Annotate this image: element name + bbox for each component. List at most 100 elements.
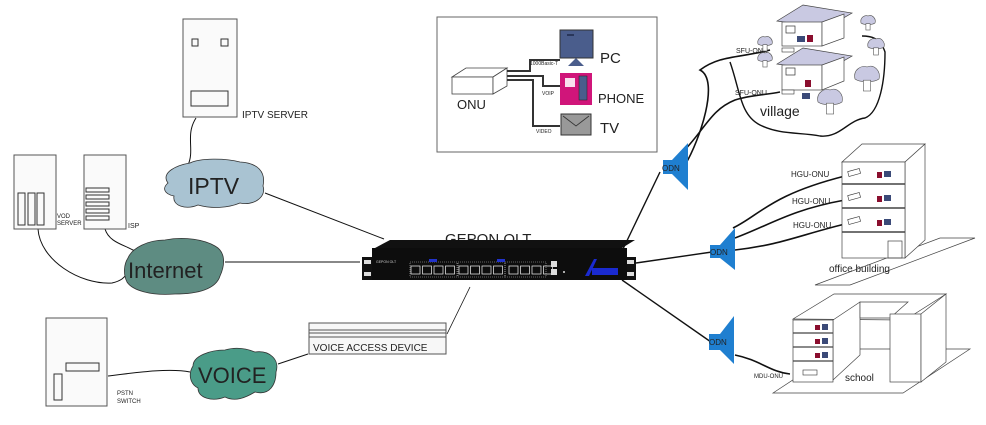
phone-icon [877,220,882,226]
olt-port [433,265,444,275]
tree-icon [757,36,773,52]
hgu-onu-device [847,192,861,201]
tree-icon [867,38,885,56]
onu-label: ONU [457,97,486,112]
pstn-label-2: SWITCH [117,399,141,405]
pc-icon [884,195,891,201]
olt-port [520,265,530,275]
pc-label: PC [600,50,621,67]
mdu-onu[interactable] [802,369,818,376]
tv-label: TV [600,120,619,137]
link-pstn-voice [107,369,191,377]
hgu-onu-device [847,216,861,225]
hgu-onu-label-3: HGU-ONU [793,221,831,230]
sfu-onu-2[interactable] [781,89,795,95]
olt-port [445,265,455,275]
link-odn-village1 [684,49,771,166]
village-boundary [729,35,886,137]
school: school [771,293,972,394]
pc-icon [822,324,828,330]
school-label: school [845,373,874,384]
iptv-cloud-label: IPTV [188,173,240,199]
iptv-server-label: IPTV SERVER [242,110,308,121]
iptv-server[interactable] [182,18,238,118]
olt-port [531,265,542,275]
odn-splitter-school[interactable]: ODN [709,316,734,364]
link-olt-odn3 [621,279,712,343]
internet-cloud[interactable]: Internet [124,238,224,295]
link-iptv-olt [264,192,385,240]
mdu-onu-label: MDU-ONU [754,374,783,380]
pc-icon [559,29,594,66]
pc-icon [822,338,828,344]
link-odn-office2 [734,199,846,239]
voice-cloud-label: VOICE [198,363,266,388]
link-olt-odn2 [635,251,713,264]
odn-splitter-village[interactable]: ODN [662,143,688,190]
pc-link-label: 1000Basic-T [530,61,558,67]
odn-splitter-office[interactable]: ODN [710,228,735,270]
pstn-label-1: PSTN [117,391,133,397]
odn-label-3: ODN [709,338,727,347]
olt-port [493,265,503,275]
office-building-label: office building [829,264,890,275]
voice-access-device[interactable]: VOICE ACCESS DEVICE [308,322,447,355]
link-odn-office3 [734,223,846,251]
link-olt-odn1 [622,171,661,250]
internet-cloud-label: Internet [128,258,203,283]
olt-port [470,265,480,275]
link-voice-vad [277,353,309,365]
tree-icon [757,52,773,68]
office-building: office building [814,143,976,286]
phone-icon [560,73,592,105]
tree-icon [854,65,880,92]
phone-icon [877,196,882,202]
house-1 [775,4,854,47]
isp-label: ISP [128,223,140,230]
hgu-onu-device [847,168,861,177]
phone-icon [877,172,882,178]
odn-label-1: ODN [662,164,680,173]
tv-icon [560,113,592,136]
olt-port-group-1 [409,259,458,278]
gepon-olt-device[interactable]: GEPON OLT [362,240,636,280]
connection-lines [37,35,886,377]
pstn-switch[interactable] [45,317,108,407]
isp-server[interactable] [83,154,127,230]
house-2 [775,47,854,99]
link-odn-village2 [679,91,781,156]
hgu-onu-label-2: HGU-ONU [792,197,830,206]
link-vad-olt [446,286,471,335]
olt-port-group-3 [504,261,553,278]
hgu-onu-label-1: HGU-ONU [791,170,829,179]
link-odn-school [734,354,791,375]
vod-server-label-2: SERVER [57,221,82,227]
phone-link-label: VOIP [542,91,555,97]
voice-access-device-label: VOICE ACCESS DEVICE [313,343,428,354]
pc-icon [884,219,891,225]
olt-port [508,265,519,275]
link-vod-internet [37,228,129,284]
olt-port [458,265,469,275]
vod-server-label-1: VOD [57,214,71,220]
sfu-onu-label-1: SFU-ONU [736,48,768,55]
sfu-onu-1[interactable] [781,47,795,53]
tree-icon [817,88,843,115]
olt-port [481,265,492,275]
phone-label-text: PHONE [598,91,645,106]
tree-icon [860,15,876,31]
trees [757,15,885,115]
phone-icon [815,325,820,330]
tv-link-label: VIDEO [536,129,552,135]
onu-box-icon [450,67,509,95]
sfu-onu-label-2: SFU-ONU [735,90,767,97]
vod-server[interactable] [13,154,57,230]
iptv-cloud[interactable]: IPTV [164,158,265,208]
olt-front-label: GEPON OLT [376,260,397,264]
onu-inset-panel: ONU 1000Basic-T PC VOIP PHONE VIDEO TV [436,16,658,153]
voice-cloud[interactable]: VOICE [189,347,278,400]
link-iptvserver-iptv [187,117,197,166]
odn-label-2: ODN [710,248,728,257]
phone-icon [815,353,820,358]
